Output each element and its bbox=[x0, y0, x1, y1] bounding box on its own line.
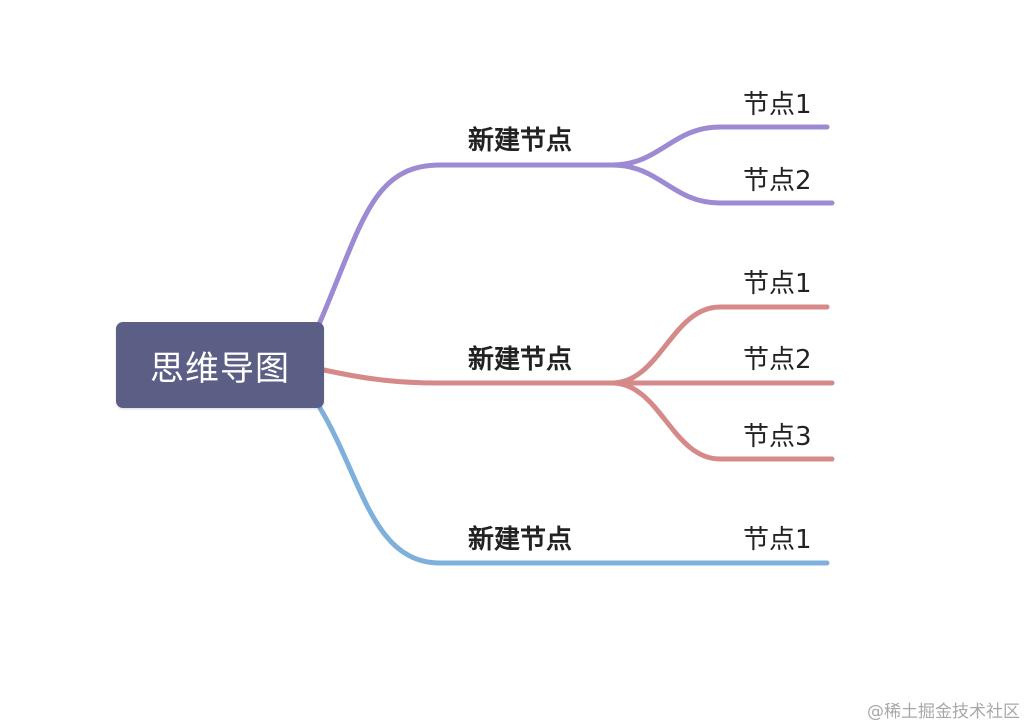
branch-2-leaf-1-label[interactable]: 节点1 bbox=[743, 269, 812, 299]
branch-2-leaf-2-label[interactable]: 节点2 bbox=[743, 345, 812, 375]
root-node-label: 思维导图 bbox=[150, 348, 290, 389]
branch-3-label[interactable]: 新建节点 bbox=[468, 525, 573, 555]
connector-branch-1-to-leaf-1 bbox=[609, 124, 830, 168]
branch-1-leaf-1-label[interactable]: 节点1 bbox=[743, 90, 812, 120]
connector-root-to-branch-3 bbox=[317, 405, 830, 566]
root-node[interactable]: 思维导图 bbox=[116, 322, 324, 408]
branch-3-leaf-1-label[interactable]: 节点1 bbox=[743, 525, 812, 555]
connector-root-to-branch-1 bbox=[317, 162, 615, 325]
branch-1-leaf-2-label[interactable]: 节点2 bbox=[743, 166, 812, 196]
connector-branch-1-to-leaf-2 bbox=[609, 162, 835, 206]
branch-2-label[interactable]: 新建节点 bbox=[468, 345, 573, 375]
branch-2-leaf-3-label[interactable]: 节点3 bbox=[743, 422, 812, 452]
connector-branch-2-to-leaf-3 bbox=[609, 380, 835, 462]
connector-root-to-branch-2 bbox=[321, 367, 615, 386]
watermark: @稀土掘金技术社区 bbox=[867, 702, 1020, 722]
connector-branch-2-to-leaf-1 bbox=[609, 304, 830, 386]
branch-1-label[interactable]: 新建节点 bbox=[468, 126, 573, 156]
